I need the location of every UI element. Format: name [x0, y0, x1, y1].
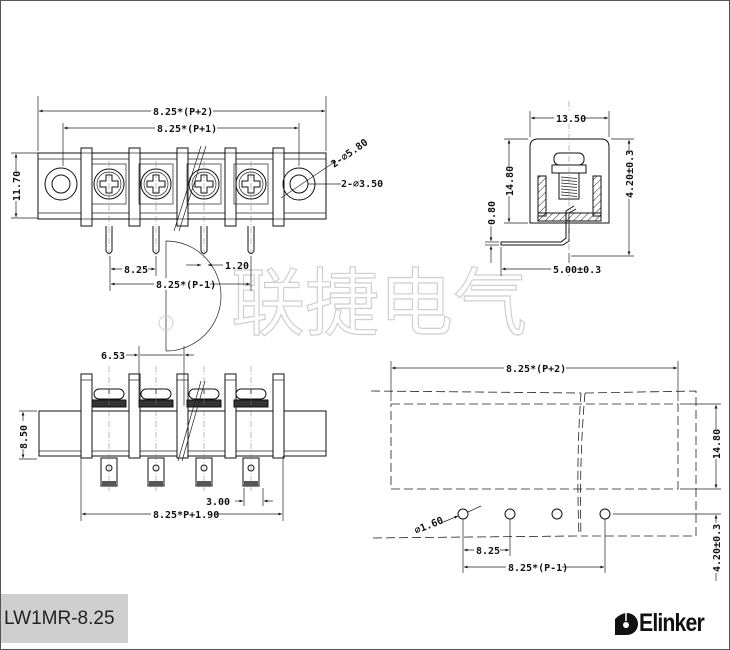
barrier-divider [80, 373, 93, 459]
barrier-divider [128, 147, 141, 227]
barrier-divider [128, 373, 141, 459]
svg-text:8.25*(P+1): 8.25*(P+1) [157, 124, 217, 135]
brand-logo: Elinker [613, 609, 715, 638]
barrier-divider [176, 147, 189, 227]
svg-text:11.70: 11.70 [12, 171, 23, 201]
svg-text:3.00: 3.00 [206, 497, 230, 508]
svg-text:5.00±0.3: 5.00±0.3 [553, 265, 601, 276]
svg-text:联捷电气: 联捷电气 [231, 261, 527, 347]
svg-text:8.25*(P+2): 8.25*(P+2) [153, 107, 213, 118]
svg-text:8.25*P+1.90: 8.25*P+1.90 [153, 510, 219, 521]
pcb-hole [457, 508, 469, 520]
svg-text:8.25*(P+2): 8.25*(P+2) [506, 364, 566, 375]
cross-slot-icon [99, 174, 119, 194]
svg-text:2-⌀3.50: 2-⌀3.50 [341, 179, 383, 190]
svg-text:8.25*(P-1): 8.25*(P-1) [156, 280, 216, 291]
side-view: 13.50 14.80 4.20±0.3 0.80 5.00±0.3 [485, 101, 636, 276]
svg-text:4.20±0.3: 4.20±0.3 [625, 150, 636, 198]
model-number: LW1MR-8.25 [1, 594, 128, 643]
svg-text:8.50: 8.50 [19, 425, 30, 449]
cross-slot-icon [146, 174, 166, 194]
svg-text:2-⌀5.80: 2-⌀5.80 [329, 137, 370, 170]
pcb-hole [504, 508, 516, 520]
cross-slot-icon [241, 174, 261, 194]
svg-text:8.25: 8.25 [476, 546, 500, 557]
barrier-divider [272, 147, 285, 227]
svg-text:1.20: 1.20 [225, 261, 249, 272]
elinker-logo-icon [615, 612, 638, 635]
cross-slot-icon [194, 174, 214, 194]
svg-text:4.20±0.3: 4.20±0.3 [712, 524, 723, 572]
barrier-divider [272, 373, 285, 459]
watermark: 联捷电气 [158, 240, 528, 352]
svg-text:0.80: 0.80 [487, 201, 498, 225]
barrier-divider [224, 373, 237, 459]
pcb-hole [551, 508, 563, 520]
svg-text:14.80: 14.80 [505, 166, 516, 196]
svg-text:⌀1.60: ⌀1.60 [413, 515, 445, 536]
svg-text:6.53: 6.53 [101, 351, 125, 362]
svg-text:8.25*(P-1): 8.25*(P-1) [508, 563, 568, 574]
svg-text:13.50: 13.50 [556, 114, 586, 125]
brand-name: Elinker [639, 609, 705, 637]
svg-text:8.25: 8.25 [124, 265, 148, 276]
barrier-divider [224, 147, 237, 227]
svg-text:14.80: 14.80 [712, 429, 723, 459]
front-view: 6.53 8.50 3.00 8.25*P+1.90 [17, 346, 327, 521]
pcb-layout: 8.25*(P+2) 14.80 4.20±0.3 ⌀1.60 8.25 8.2… [370, 361, 723, 581]
barrier-divider [80, 147, 93, 227]
pcb-hole [599, 508, 611, 520]
